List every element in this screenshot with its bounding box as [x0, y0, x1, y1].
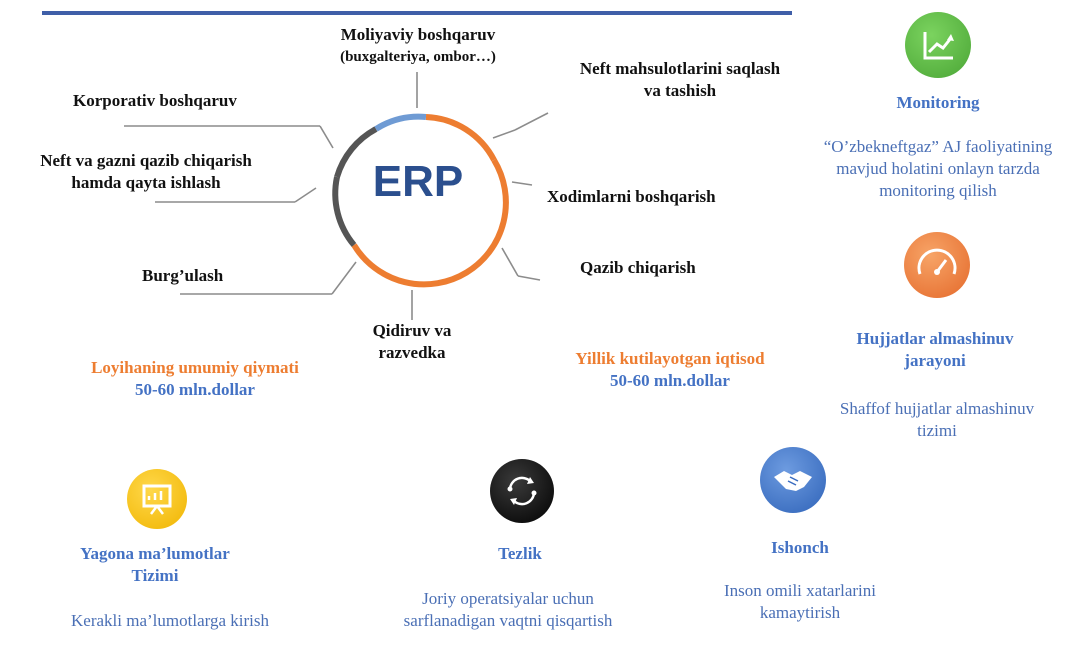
spoke-xodimlar: Xodimlarni boshqarish — [547, 187, 716, 206]
yagona-title-line1: Yagona ma’lumotlar — [80, 544, 230, 563]
tezlik-desc: Joriy operatsiyalar uchun sarflanadigan … — [403, 589, 613, 630]
stat-yillik: Yillik kutilayotgan iqtisod 50-60 mln.do… — [525, 348, 815, 392]
monitoring-desc: “O’zbekneftgaz” AJ faoliyatining mavjud … — [823, 137, 1053, 200]
spoke-neft-saqlash-line1: Neft mahsulotlarini saqlash — [579, 59, 781, 78]
hujjat-title-line2: jarayoni — [904, 351, 966, 370]
yagona-title: Yagona ma’lumotlar Tizimi — [50, 543, 260, 587]
yagona-badge — [127, 469, 187, 529]
stat-loyiha: Loyihaning umumiy qiymati 50-60 mln.doll… — [55, 357, 335, 401]
ishonch-desc: Inson omili xatarlarini kamaytirish — [723, 581, 877, 622]
spoke-burgulash: Burg’ulash — [142, 266, 224, 285]
handshake-icon — [774, 471, 812, 491]
line-chart-icon — [923, 32, 954, 60]
ishonch-title: Ishonch — [771, 538, 829, 557]
spoke-neft-gaz: Neft va gazni qazib chiqarish hamda qayt… — [8, 150, 284, 194]
spoke-qidiruv: Qidiruv va razvedka — [352, 320, 472, 364]
spoke-moliyaviy-sub: (buxgalteriya, ombor…) — [340, 49, 496, 65]
spoke-moliyaviy-title: Moliyaviy boshqaruv — [340, 25, 496, 44]
monitoring-badge — [905, 12, 971, 78]
spoke-neft-gaz-line1: Neft va gazni qazib chiqarish — [40, 151, 252, 170]
top-rule — [42, 11, 792, 15]
spoke-neft-gaz-line2: hamda qayta ishlash — [71, 173, 221, 192]
stat-loyiha-label: Loyihaning umumiy qiymati — [91, 358, 299, 377]
speedometer-icon — [917, 248, 957, 275]
cycle-arrows-icon — [507, 476, 537, 506]
hujjat-title-line1: Hujjatlar almashinuv — [856, 329, 1014, 348]
hujjat-desc: Shaffof hujjatlar almashinuv tizimi — [839, 399, 1035, 440]
spoke-korporativ: Korporativ boshqaruv — [73, 91, 237, 110]
tezlik-title: Tezlik — [498, 544, 542, 563]
spoke-neft-saqlash-line2: va tashish — [643, 81, 717, 100]
stat-loyiha-value: 50-60 mln.dollar — [135, 380, 255, 399]
spoke-qazib: Qazib chiqarish — [580, 258, 696, 277]
tezlik-badge — [490, 459, 554, 523]
erp-label: ERP — [372, 157, 464, 206]
spoke-qidiruv-line2: razvedka — [378, 343, 446, 362]
yagona-title-line2: Tizimi — [131, 566, 179, 585]
ishonch-badge — [760, 447, 826, 513]
stat-yillik-label: Yillik kutilayotgan iqtisod — [575, 349, 765, 368]
spoke-moliyaviy: Moliyaviy boshqaruv (buxgalteriya, ombor… — [310, 24, 526, 68]
stat-yillik-value: 50-60 mln.dollar — [610, 371, 730, 390]
presentation-board-icon — [142, 484, 172, 515]
spoke-neft-saqlash: Neft mahsulotlarini saqlash va tashish — [550, 58, 810, 102]
hujjat-badge — [904, 232, 970, 298]
monitoring-title: Monitoring — [896, 93, 980, 112]
hujjat-title: Hujjatlar almashinuv jarayoni — [820, 328, 1050, 372]
yagona-desc: Kerakli ma’lumotlarga kirish — [71, 611, 269, 630]
spoke-qidiruv-line1: Qidiruv va — [372, 321, 452, 340]
